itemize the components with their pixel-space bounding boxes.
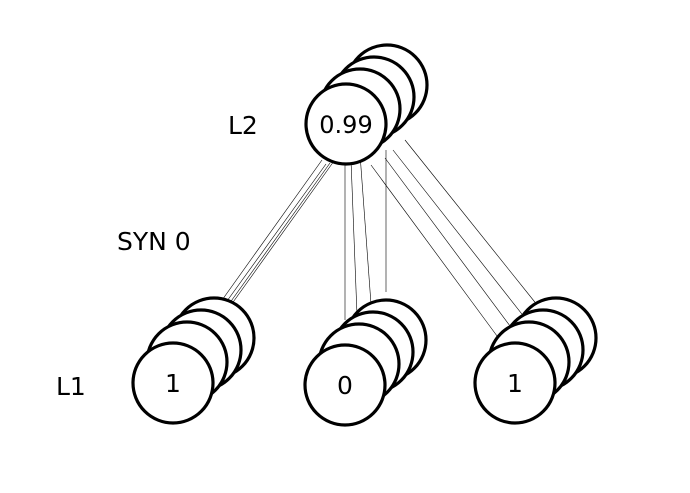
- l1-node-1-circle: [131, 341, 215, 425]
- l1-node-3-value: 1: [507, 369, 523, 398]
- synapse-connections: [189, 139, 539, 346]
- synapse-l1-node-1-line-4: [225, 160, 335, 313]
- l2-node-stack: 0.99: [304, 43, 429, 166]
- synapse-l1-node-3-line-2: [384, 157, 514, 331]
- synapse-l1-node-2-line-3: [359, 153, 372, 305]
- l1-node-3-circle: [473, 341, 557, 425]
- l1-node-2-value: 0: [337, 371, 353, 400]
- l2-node-circle: [304, 82, 388, 166]
- synapse-l1-node-3: [370, 139, 539, 341]
- synapse-l1-node-3-line-3: [392, 149, 526, 319]
- layer2-label: L2: [228, 111, 258, 140]
- l1-node-1-value: 1: [165, 369, 181, 398]
- l1-node-stack-3: 1: [473, 296, 598, 425]
- layer1-label: L1: [56, 372, 86, 401]
- synapse-l1-node-2-line-2: [350, 159, 358, 316]
- synapse-l1-node-3-line-4: [404, 139, 539, 307]
- synapse-l1-node-3-line-1: [370, 164, 501, 341]
- l1-node-2-circle: [303, 343, 387, 427]
- synapse-label: SYN 0: [117, 227, 191, 256]
- l2-node-value: 0.99: [319, 111, 372, 139]
- l1-node-stack-2: 0: [303, 298, 428, 427]
- synapse-l1-node-1-line-3: [213, 162, 331, 326]
- l1-node-stack-1: 1: [131, 296, 256, 425]
- synapse-l1-node-2: [344, 150, 387, 320]
